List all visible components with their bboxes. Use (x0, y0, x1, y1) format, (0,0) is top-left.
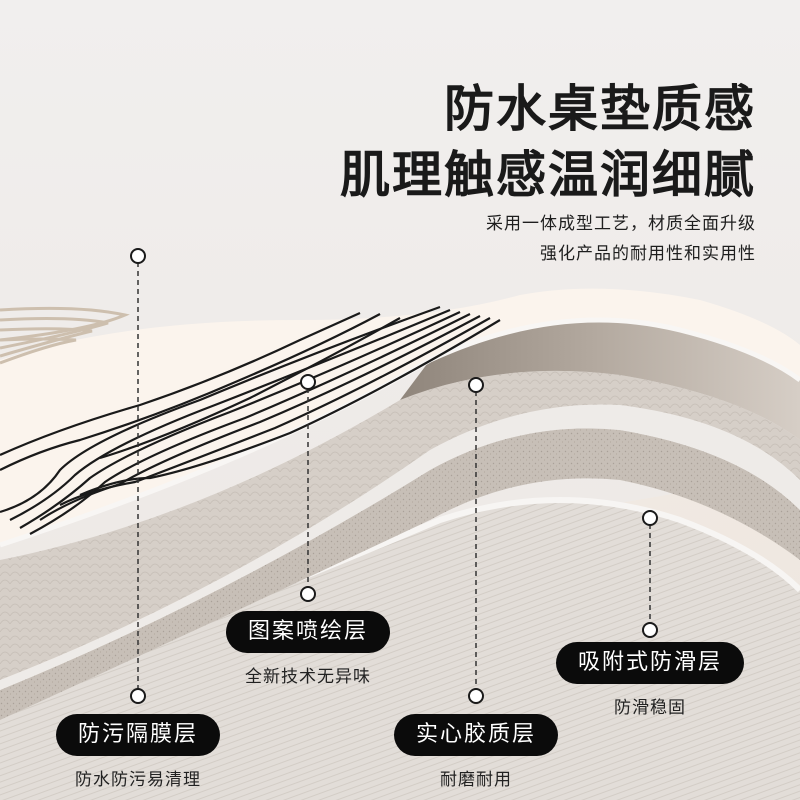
callout-antifouling-layer-caption: 防水防污易清理 (75, 770, 201, 790)
callout-rubber-layer-caption: 耐磨耐用 (440, 770, 512, 790)
headline-line-2: 肌理触感温润细腻 (340, 146, 756, 204)
headline-line-1: 防水桌垫质感 (444, 80, 756, 138)
callout-rubber-layer-title: 实心胶质层 (394, 714, 558, 756)
callout-antislip-layer-title: 吸附式防滑层 (556, 642, 744, 684)
subtitle-line-1: 采用一体成型工艺，材质全面升级 (486, 214, 756, 234)
callout-antifouling-layer-title: 防污隔膜层 (56, 714, 220, 756)
subtitle-line-2: 强化产品的耐用性和实用性 (540, 244, 756, 264)
callout-pattern-layer-caption: 全新技术无异味 (245, 667, 371, 687)
callout-pattern-layer-title: 图案喷绘层 (226, 611, 390, 653)
callout-antislip-layer-caption: 防滑稳固 (614, 698, 686, 718)
headline: 防水桌垫质感 肌理触感温润细腻 (340, 76, 756, 208)
subtitle: 采用一体成型工艺，材质全面升级 强化产品的耐用性和实用性 (486, 209, 756, 269)
callout-dot (130, 248, 146, 264)
